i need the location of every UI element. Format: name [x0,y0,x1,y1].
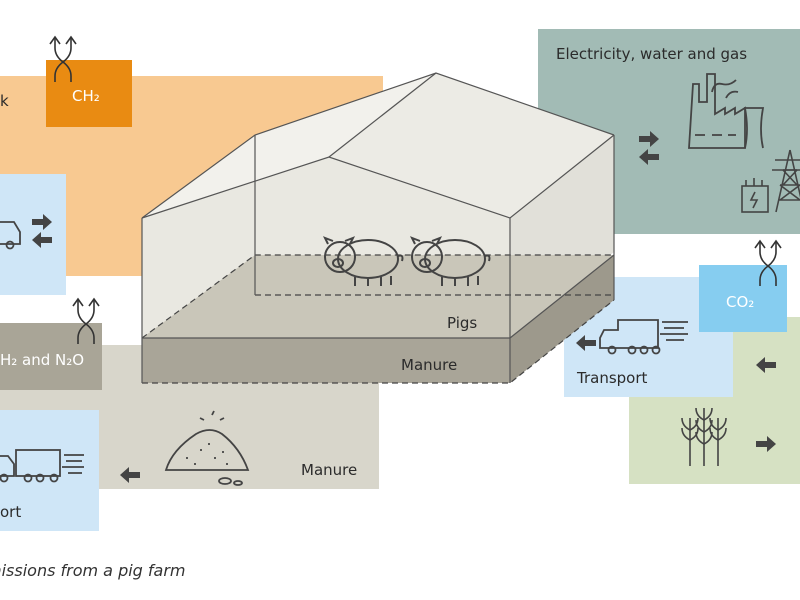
co2-label: CO₂ [726,293,755,311]
arrow-right-icon [756,436,776,452]
transport-right-label: Transport [577,369,648,387]
manure-slab [141,254,615,384]
arrow-left-icon [576,335,596,351]
pig-icon [409,236,491,286]
transport-left-label: ort [0,503,22,521]
figure-caption: missions from a pig farm [0,561,186,580]
truck-icon [0,449,84,483]
ch2-n2o-label: H₂ and N₂O [0,351,85,369]
power-tower-icon [741,149,800,213]
ch2-box [46,60,132,127]
arrow-left-icon [32,232,52,248]
arrow-right-icon [639,131,659,147]
manure-pile-icon [164,410,250,486]
co2-box [699,265,787,332]
arrow-right-icon [32,214,52,230]
factory-icon [688,73,765,149]
feed-label: k [0,92,9,110]
truck-icon [0,221,21,250]
truck-icon [599,319,688,355]
wheat-icon [681,407,727,466]
manure-pile-label: Manure [301,461,358,479]
ch2-label: CH₂ [72,87,100,105]
ch2-n2o-box [0,323,102,390]
emission-arrows-icon [754,239,782,286]
pig-icon [322,236,404,286]
pigs-label: Pigs [447,314,478,332]
arrow-left-icon [639,149,659,165]
transport-box-upper-left [0,174,66,295]
arrow-left-icon [120,467,140,483]
arrow-left-icon [756,357,776,373]
emission-arrows-icon [49,35,77,82]
manure-floor-label: Manure [401,356,458,374]
emission-arrows-icon [72,297,100,344]
electricity-label: Electricity, water and gas [556,45,748,63]
